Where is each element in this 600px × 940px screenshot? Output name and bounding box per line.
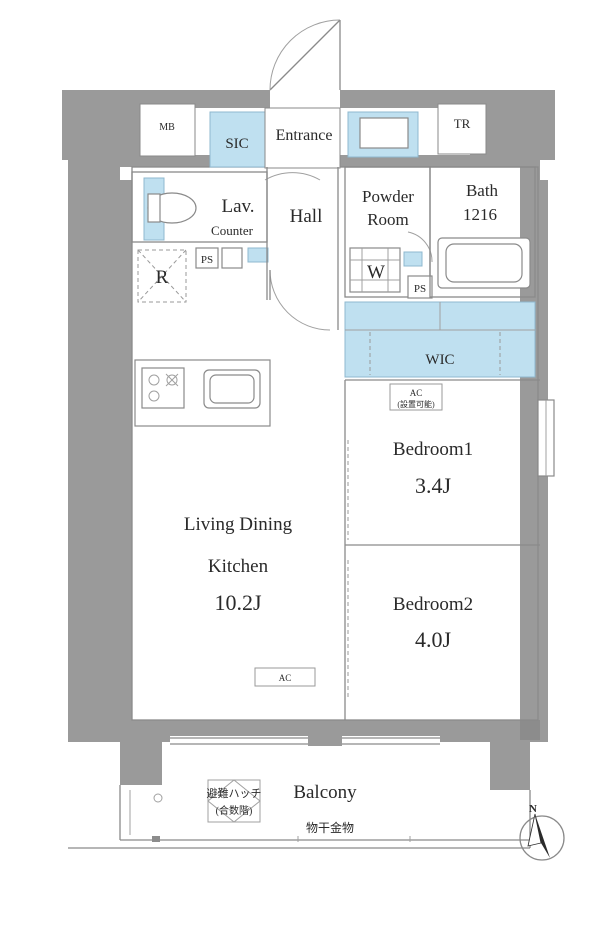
- balcony-label: Balcony: [293, 782, 357, 803]
- north-label: N: [529, 803, 537, 815]
- lavatory: Lav. Counter: [131, 171, 321, 243]
- bedroom1-size: 3.4J: [415, 473, 452, 498]
- powder-room-label-1: Powder: [362, 187, 414, 206]
- ps-left-label: PS: [201, 254, 213, 266]
- ps-right: PS: [407, 275, 433, 299]
- hatch-label-2: (合数階): [216, 804, 253, 817]
- bedroom2-size: 4.0J: [415, 627, 452, 652]
- refrigerator: R: [137, 249, 187, 303]
- powder-shelf: [347, 111, 419, 158]
- ac-bedroom-label: AC: [410, 388, 423, 398]
- ps-right-label: PS: [414, 283, 426, 295]
- living-dining-kitchen: Living Dining Kitchen 10.2J AC: [184, 514, 316, 687]
- ldk-label-2: Kitchen: [208, 556, 269, 577]
- sic-label: SIC: [225, 136, 248, 152]
- balcony: 避難ハッチ (合数階) Balcony 物干金物: [68, 779, 531, 849]
- kitchen-counter: [134, 359, 271, 427]
- ac-ldk-label: AC: [279, 673, 292, 683]
- hall: Hall: [266, 167, 339, 331]
- bath-label-1: Bath: [466, 181, 499, 200]
- sic-storage: SIC: [209, 111, 266, 168]
- ldk-size: 10.2J: [214, 590, 262, 615]
- powder-room: Powder Room W: [344, 166, 433, 298]
- powder-room-label-2: Room: [367, 210, 409, 229]
- w-label: W: [367, 262, 385, 283]
- counter-label: Counter: [211, 223, 254, 238]
- bath: Bath 1216: [429, 166, 536, 298]
- balcony-windows: [170, 734, 440, 746]
- bedroom2-label: Bedroom2: [393, 594, 473, 615]
- tr-label: TR: [454, 116, 471, 131]
- bedroom2: Bedroom2 4.0J: [347, 560, 473, 700]
- bedroom1-label: Bedroom1: [393, 439, 473, 460]
- tr-box: TR: [437, 103, 487, 155]
- mb-box: MB: [139, 103, 196, 157]
- entrance-door: [269, 19, 341, 91]
- entrance-label: Entrance: [276, 127, 333, 144]
- walk-in-closet: WIC: [344, 301, 536, 378]
- compass: N: [519, 803, 565, 861]
- ac-bedroom-note: (設置可能): [397, 399, 435, 409]
- drying-rack-label: 物干金物: [306, 820, 354, 835]
- mb-label: MB: [159, 122, 175, 133]
- ldk-label-1: Living Dining: [184, 514, 293, 535]
- bath-label-2: 1216: [463, 205, 497, 224]
- exterior-walls: [62, 90, 555, 790]
- bedroom1: AC (設置可能) Bedroom1 3.4J: [344, 379, 555, 720]
- wic-label: WIC: [425, 352, 454, 368]
- entrance-area: Entrance: [264, 107, 341, 169]
- ps-left: PS: [195, 247, 269, 269]
- r-label: R: [156, 267, 169, 288]
- lav-label: Lav.: [221, 196, 254, 217]
- hatch-label-1: 避難ハッチ: [207, 786, 262, 800]
- hall-label: Hall: [290, 206, 323, 227]
